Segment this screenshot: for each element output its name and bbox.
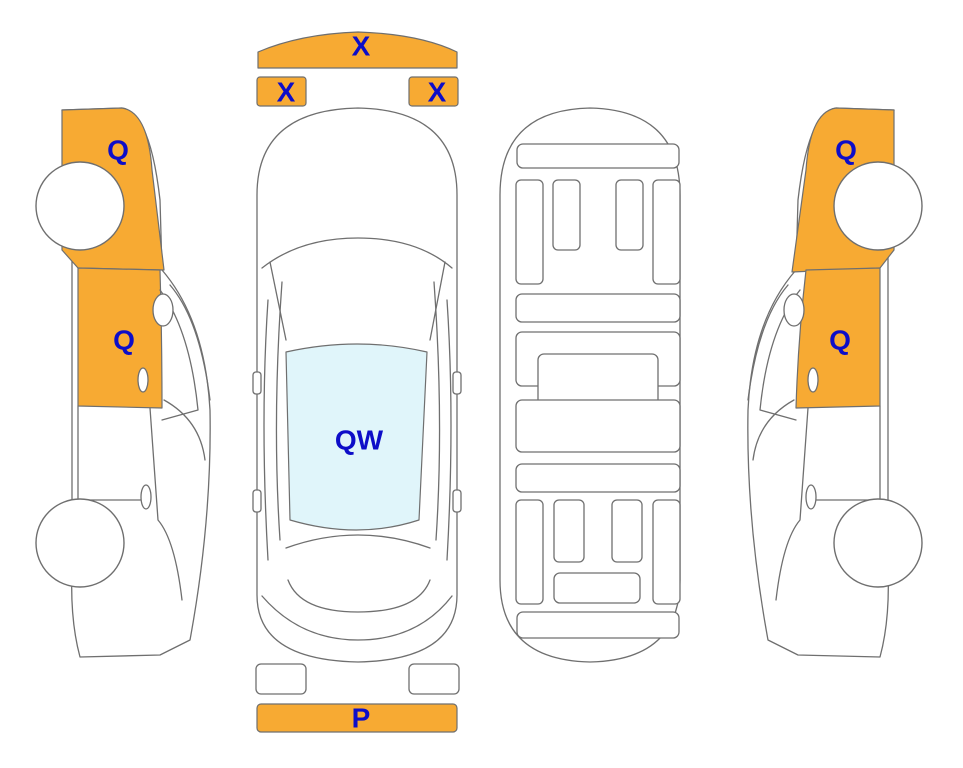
left-rear-fender-label: Q [107,135,129,166]
right-rear-fender-label: Q [835,135,857,166]
rear-bumper-group: X X X [257,31,458,108]
rear-windshield-label: QW [335,425,384,456]
right-front-wheel [834,499,922,587]
right-rear-door-label: Q [829,325,851,356]
left-rear-wheel [36,162,124,250]
right-rear-wheel [834,162,922,250]
front-left-light[interactable] [256,664,306,694]
car-underside-view [500,108,680,662]
left-rear-door-label: Q [113,325,135,356]
car-right-side-view: Q Q [748,108,922,657]
front-bumper-label: P [352,703,371,734]
car-left-side-view: Q Q [36,108,210,657]
car-top-view: QW [253,108,461,662]
front-right-light[interactable] [409,664,459,694]
left-front-wheel [36,499,124,587]
rear-right-light-label: X [428,77,447,108]
rear-left-light-label: X [277,77,296,108]
rear-bumper-label: X [352,31,371,62]
front-bumper-group: P [256,664,459,734]
